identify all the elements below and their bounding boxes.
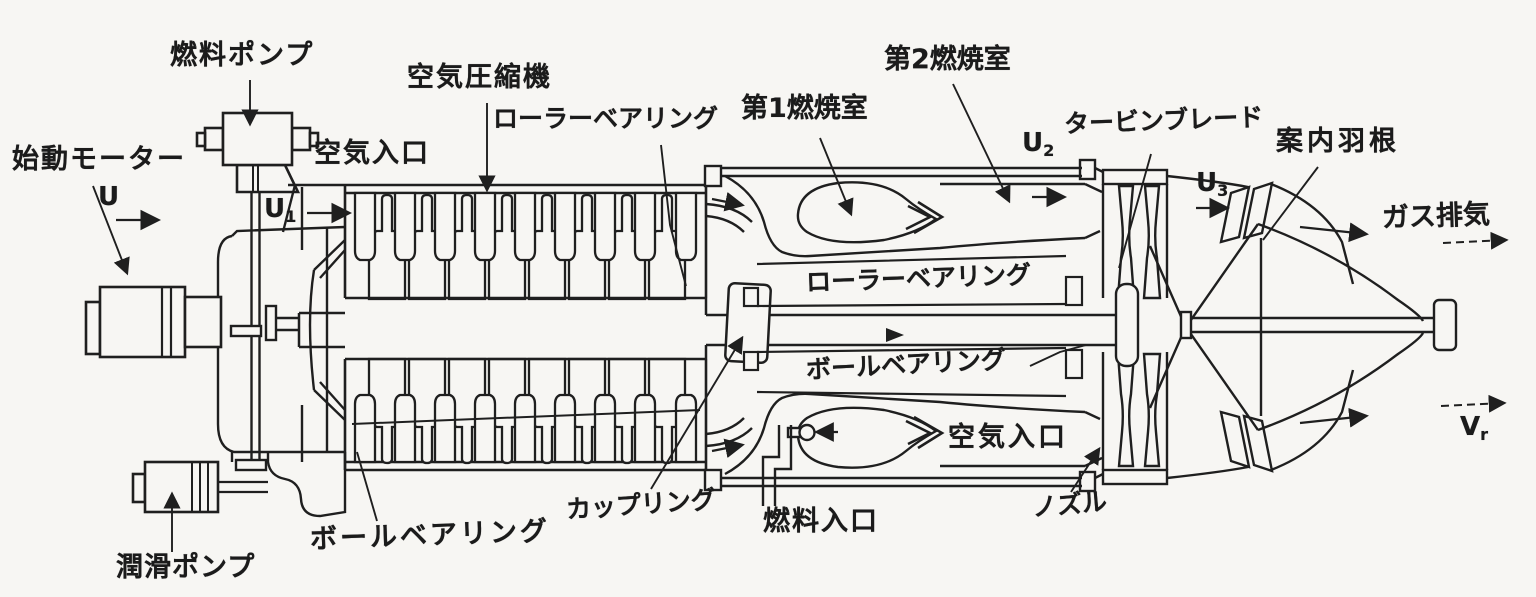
u2-base: U	[1022, 128, 1044, 158]
lower-combustor-drawing	[703, 392, 1104, 506]
leader-lines	[92, 80, 1319, 552]
air-inlet-drawing	[281, 183, 345, 462]
lubrication-pump-drawing	[131, 460, 268, 514]
label-combustion-chamber-2: 第2燃焼室	[884, 44, 1011, 75]
label-combustion-chamber-1: 第1燃焼室	[741, 93, 868, 124]
label-lubrication-pump: 潤滑ポンプ	[116, 552, 256, 583]
label-air-inlet-top: 空気入口	[314, 138, 430, 169]
turbine-drawing	[1101, 168, 1169, 486]
upper-combustor-drawing	[703, 158, 1104, 258]
label-velocity-vr: Vr	[1460, 412, 1489, 445]
fuel-pump-drawing	[195, 111, 320, 194]
label-nozzle: ノズル	[1030, 486, 1109, 523]
label-guide-vane: 案内羽根	[1276, 126, 1400, 157]
vr-base: V	[1460, 412, 1481, 442]
accessory-gearbox	[216, 168, 347, 518]
label-velocity-u: U	[98, 182, 120, 214]
compressor-drawing	[343, 183, 708, 472]
starter-motor-drawing	[84, 285, 223, 359]
label-velocity-u3: U3	[1196, 168, 1229, 201]
u3-sub: 3	[1217, 181, 1229, 201]
center-bearing-bands	[742, 254, 1084, 398]
exhaust-drawing	[1148, 174, 1509, 480]
label-air-compressor: 空気圧縮機	[407, 62, 552, 93]
vr-sub: r	[1480, 425, 1489, 445]
label-velocity-u1: U1	[264, 194, 297, 227]
u1-sub: 1	[285, 207, 297, 227]
label-roller-bearing-top: ローラーベアリング	[493, 104, 719, 133]
label-fuel-inlet: 燃料入口	[763, 506, 879, 537]
label-starter-motor: 始動モーター	[12, 144, 186, 175]
label-gas-exhaust: ガス排気	[1381, 199, 1491, 234]
u2-sub: 2	[1043, 141, 1055, 161]
label-fuel-pump: 燃料ポンプ	[170, 40, 315, 71]
u1-base: U	[264, 194, 286, 224]
u3-base: U	[1196, 168, 1218, 198]
u-base: U	[98, 182, 120, 212]
label-velocity-u2: U2	[1022, 128, 1055, 161]
label-air-inlet-bottom: 空気入口	[948, 422, 1068, 453]
